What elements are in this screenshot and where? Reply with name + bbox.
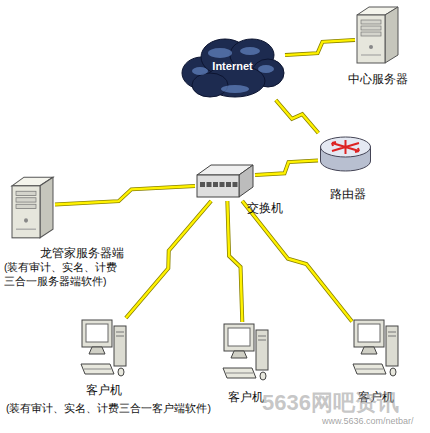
link-line bbox=[55, 186, 195, 205]
server-icon bbox=[355, 5, 400, 65]
link-line bbox=[227, 201, 242, 322]
router-node: 路由器 bbox=[318, 133, 373, 175]
link-outline bbox=[242, 201, 352, 322]
device-note: (装有审计、实名、计费三合一客户端软件) bbox=[6, 402, 246, 416]
device-label: 中心服务器 bbox=[335, 72, 420, 88]
client-icon bbox=[352, 318, 400, 378]
lightning-link bbox=[126, 201, 211, 318]
lightning-link bbox=[276, 100, 319, 133]
link-outline bbox=[255, 160, 318, 175]
client-node: 客户机 bbox=[222, 322, 270, 382]
watermark: 5636网吧资讯 bbox=[262, 388, 399, 418]
client-node: 客户机(装有审计、实名、计费三合一客户端软件) bbox=[80, 318, 128, 378]
link-outline bbox=[126, 201, 211, 318]
device-label: 龙管家服务器端 bbox=[40, 246, 140, 262]
router-icon bbox=[318, 133, 373, 175]
watermark: www.5636.com/netbar/ bbox=[322, 416, 414, 426]
device-label: 路由器 bbox=[318, 187, 378, 203]
link-outline bbox=[227, 201, 242, 322]
server-icon bbox=[10, 175, 55, 240]
lightning-link bbox=[227, 201, 242, 322]
link-line bbox=[242, 201, 352, 322]
link-outline bbox=[276, 100, 319, 133]
server-node: 中心服务器 bbox=[355, 5, 400, 65]
device-label: 交换机 bbox=[247, 201, 297, 217]
switch-node: 交换机 bbox=[195, 163, 255, 201]
client-node: 客户机 bbox=[352, 318, 400, 378]
link-line bbox=[255, 160, 318, 175]
lightning-link bbox=[55, 186, 195, 205]
switch-icon bbox=[195, 163, 255, 201]
server-node: 龙管家服务器端(装有审计、实名、计费三合一服务器端软件) bbox=[10, 175, 55, 240]
link-line bbox=[126, 201, 211, 318]
client-icon bbox=[80, 318, 128, 378]
device-label: Internet bbox=[180, 59, 285, 73]
cloud-node: Internet bbox=[180, 33, 285, 100]
link-line bbox=[285, 40, 355, 55]
link-outline bbox=[285, 40, 355, 55]
lightning-link bbox=[255, 160, 318, 175]
lightning-link bbox=[242, 201, 352, 322]
device-note: (装有审计、实名、计费三合一服务器端软件) bbox=[4, 261, 124, 288]
link-outline bbox=[55, 186, 195, 205]
link-line bbox=[276, 100, 319, 133]
device-label: 客户机 bbox=[74, 383, 134, 399]
client-icon bbox=[222, 322, 270, 382]
lightning-link bbox=[285, 40, 355, 55]
